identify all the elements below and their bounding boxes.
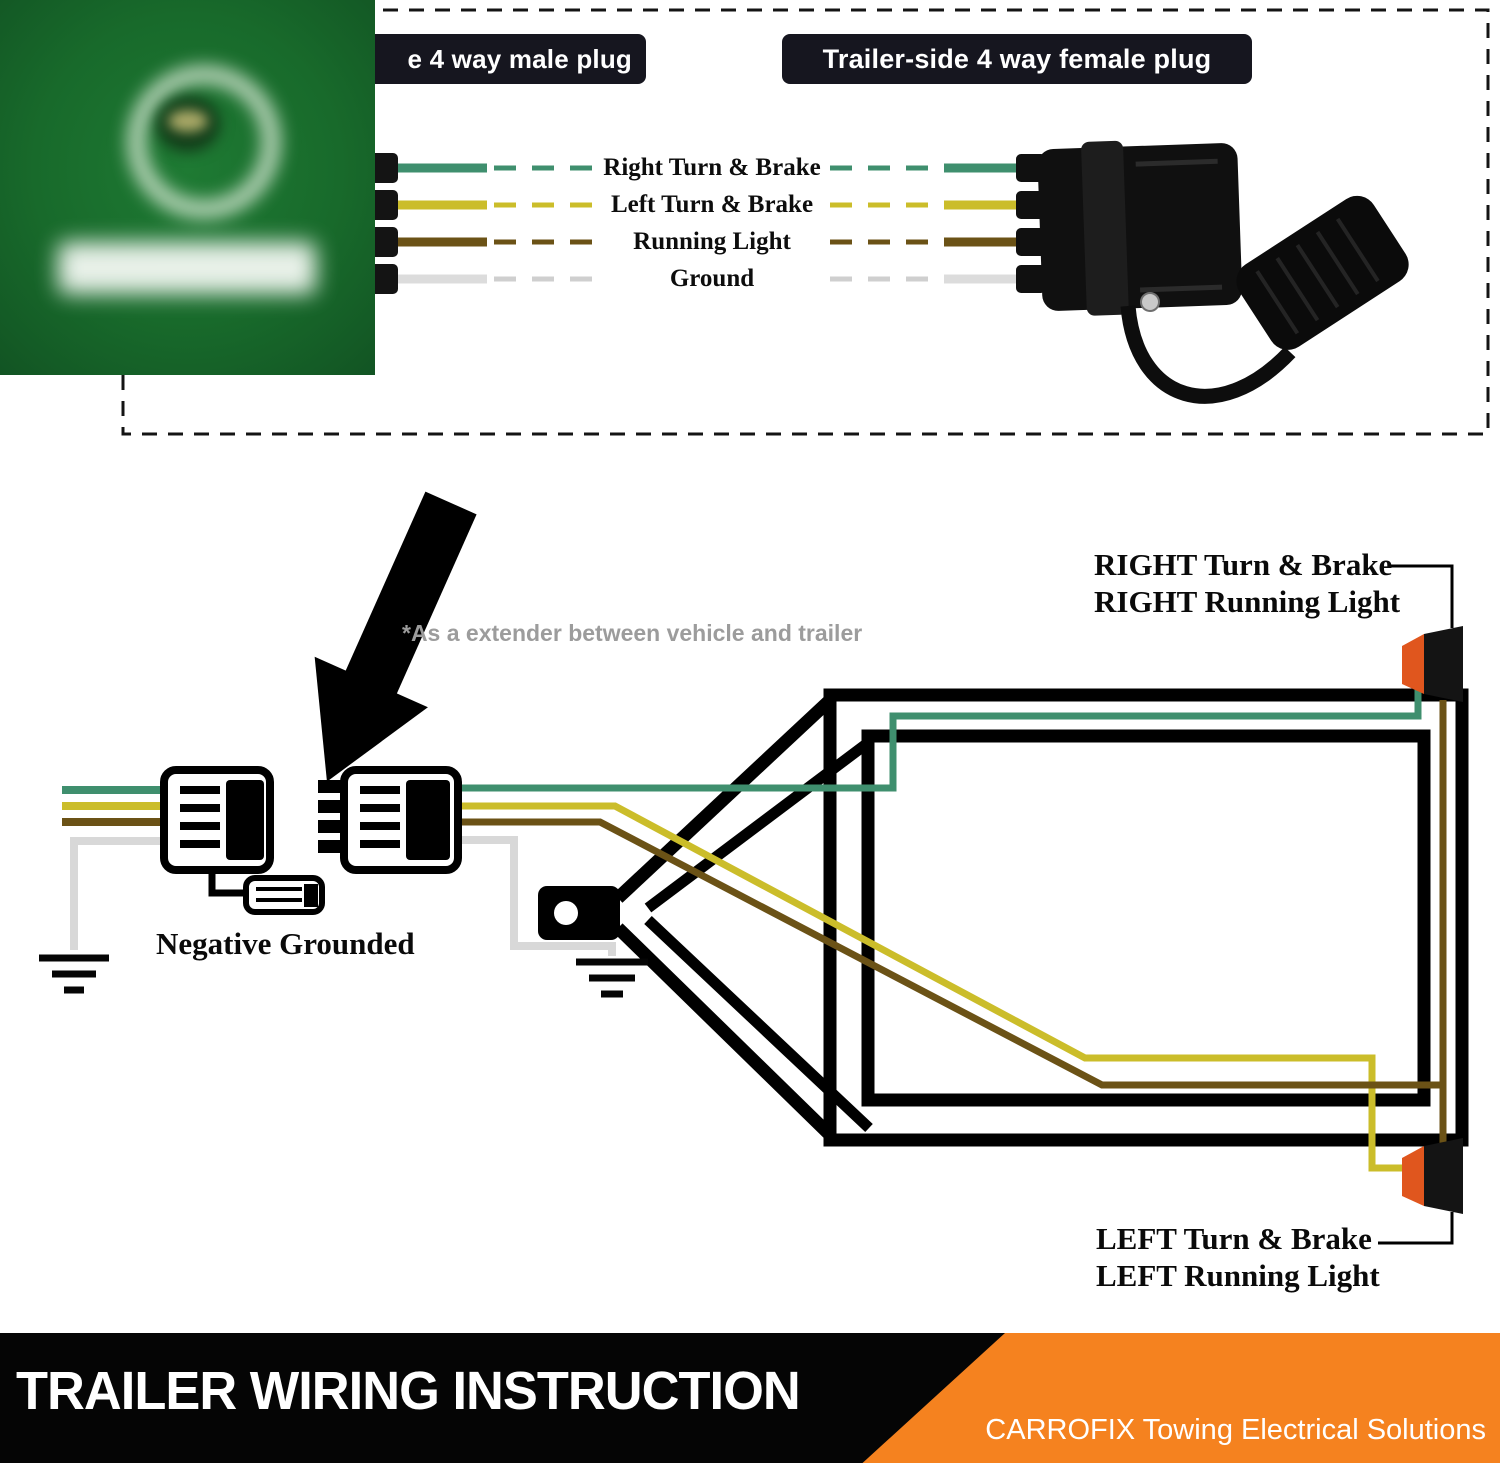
harness-wires: [62, 682, 1447, 1172]
header-wire-pins: [368, 153, 398, 294]
female-connector: [318, 766, 462, 874]
right-light-label: RIGHT Turn & Brake RIGHT Running Light: [1094, 546, 1400, 620]
footer-banner: TRAILER WIRING INSTRUCTION CARROFIX Towi…: [0, 1333, 1500, 1463]
female-plug-photo: [1016, 140, 1409, 404]
plug-dust-cap: [1236, 195, 1409, 350]
wire-label-running-light: Running Light: [633, 228, 791, 255]
brand-logo-emblem-highlight: [168, 110, 208, 132]
ground-symbol-center: [576, 958, 648, 998]
trailer-frame: [613, 688, 1469, 1147]
plug-metal-pin: [1140, 292, 1160, 312]
extender-note: *As a extender between vehicle and trail…: [402, 620, 863, 646]
negative-ground-tab: [243, 875, 325, 915]
extender-arrow-icon: [314, 491, 477, 782]
plug-tether-strap: [1120, 305, 1296, 404]
ground-symbol-left: [39, 954, 109, 994]
yellow-wire-trailer: [452, 802, 1402, 1172]
left-tail-light: [1402, 1138, 1463, 1214]
right-tail-light: [1402, 626, 1463, 702]
footer-title: TRAILER WIRING INSTRUCTION: [16, 1361, 801, 1421]
ground-wire-vehicle: [70, 837, 162, 950]
right-light-leader-line: [1390, 564, 1454, 628]
right-light-label-line2: RIGHT Running Light: [1094, 584, 1401, 619]
footer-brand-text: CARROFIX Towing Electrical Solutions: [985, 1414, 1486, 1446]
brand-logo-wordmark: [58, 242, 316, 294]
right-light-label-line1: RIGHT Turn & Brake: [1094, 547, 1393, 582]
brand-logo: [0, 0, 375, 375]
trailer-coupler: [538, 886, 620, 940]
left-light-leader-line: [1378, 1212, 1454, 1245]
left-light-label-line1: LEFT Turn & Brake: [1096, 1221, 1372, 1256]
wire-label-left-turn: Left Turn & Brake: [610, 191, 814, 218]
ground-wire-trailer: [452, 836, 616, 956]
wire-label-right-turn: Right Turn & Brake: [603, 154, 821, 181]
header-wires: [398, 163, 1028, 284]
wire-label-ground: Ground: [669, 265, 755, 292]
male-connector: [160, 766, 325, 915]
left-light-label-line2: LEFT Running Light: [1096, 1258, 1380, 1293]
female-plug-title: Trailer-side 4 way female plug: [782, 34, 1252, 84]
green-wire-trailer: [452, 682, 1422, 792]
left-light-label: LEFT Turn & Brake LEFT Running Light: [1096, 1220, 1380, 1294]
negative-grounded-label: Negative Grounded: [156, 926, 415, 961]
